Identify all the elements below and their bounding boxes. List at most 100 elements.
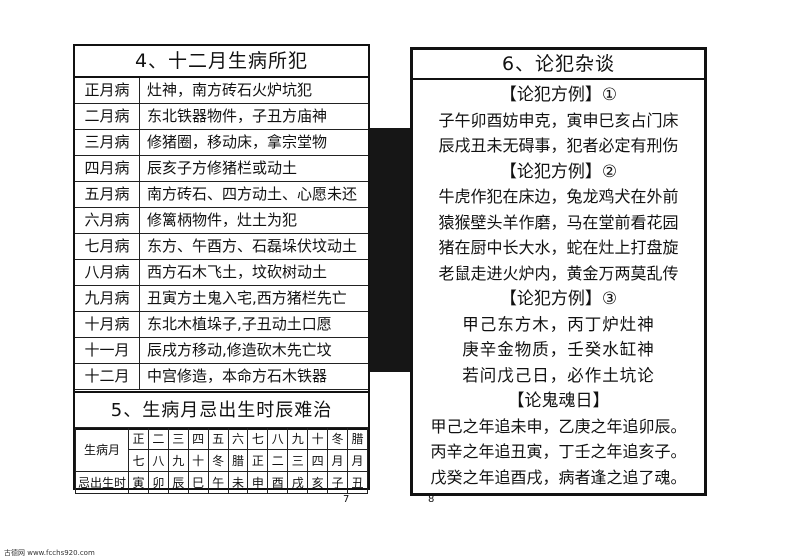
month-cell-bottom: 七 <box>128 449 149 472</box>
illness-description: 辰亥子方修猪栏或动土 <box>147 159 298 177</box>
month-cell-bottom: 三 <box>287 449 309 472</box>
illness-description: 南方砖石、四方动土、心愿未还 <box>147 185 358 203</box>
page-number-left: 7 <box>343 494 350 505</box>
month-cell-bottom: 月 <box>327 449 348 472</box>
month-label: 十一月 <box>75 338 140 363</box>
month-cell-top: 腊 <box>346 427 369 450</box>
verse-line: 猿猴壁头羊作磨，马在堂前看花园 <box>438 212 679 232</box>
month-row-label: 生病月 <box>75 427 129 472</box>
verse-line: 猪在厨中长大水，蛇在灶上打盘旋 <box>438 238 679 257</box>
list-item: 四月病辰亥子方修猪栏或动土 <box>75 156 368 182</box>
verse-line: 老鼠走进火炉内，黄金万两莫乱传 <box>438 263 679 283</box>
subheading: 【论犯方例】① <box>499 85 618 105</box>
table-row-months: 生病月 正二三四五六七八九十冬腊 <box>75 427 369 472</box>
hour-cell: 亥 <box>307 471 329 494</box>
month-cell-top: 十 <box>307 427 329 450</box>
list-item: 三月病修猪圈，移动床，拿宗堂物 <box>75 130 368 156</box>
list-item: 六月病修篱柄物件，灶土为犯 <box>75 208 368 234</box>
birth-hour-table: 生病月 正二三四五六七八九十冬腊 七八九十冬腊正二三四月月 忌出生时 寅卯辰巳午… <box>75 427 369 494</box>
month-label: 九月病 <box>75 286 140 311</box>
verse-line: 子午卯酉妨申克，寅申巳亥占门床 <box>438 110 679 130</box>
hour-cell: 丑 <box>346 471 369 494</box>
hour-cell: 寅 <box>128 471 149 494</box>
month-cell-top: 七 <box>247 427 269 450</box>
subheading: 【论犯方例】③ <box>499 289 618 309</box>
month-label: 正月病 <box>75 78 140 103</box>
verse-line: 辰戌丑未无碍事，犯者必定有刑伤 <box>438 136 679 155</box>
month-label: 三月病 <box>75 130 140 155</box>
section4-title: 4、十二月生病所犯 <box>75 46 368 78</box>
month-cell-bottom: 九 <box>167 449 189 472</box>
list-item: 正月病灶神，南方砖石火炉坑犯 <box>75 78 368 104</box>
month-cell-top: 冬 <box>327 427 348 450</box>
section6-title: 6、论犯杂谈 <box>413 50 704 80</box>
month-cell-top: 六 <box>227 427 249 450</box>
right-page-panel: 6、论犯杂谈 【论犯方例】① 子午卯酉妨申克，寅申巳亥占门床辰戌丑未无碍事，犯者必… <box>410 47 707 496</box>
list-item: 九月病丑寅方土鬼入宅,西方猪栏先亡 <box>75 286 368 312</box>
verse-line: 庚辛金物质，壬癸水缸神 <box>462 340 655 359</box>
month-label: 七月病 <box>75 234 140 259</box>
verse-line: 甲己东方木，丙丁炉灶神 <box>462 314 655 334</box>
hour-cell: 巳 <box>187 471 209 494</box>
verse-line: 丙辛之年追丑寅，丁壬之年追亥子。 <box>430 442 687 461</box>
month-cell-bottom: 腊 <box>227 449 249 472</box>
month-label: 六月病 <box>75 208 140 233</box>
book-spine-band <box>370 108 410 388</box>
month-cell-top: 正 <box>128 427 149 450</box>
illness-description: 修篱柄物件，灶土为犯 <box>147 211 298 229</box>
list-item: 十月病东北木植垛子,子丑动土口愿 <box>75 312 368 338</box>
hour-cell: 子 <box>327 471 348 494</box>
list-item: 十二月中宫修造，本命方石木铁器 <box>75 364 368 390</box>
footer-watermark: 古德网 www.fcchs920.com <box>4 549 95 557</box>
illness-description: 东北木植垛子,子丑动土口愿 <box>147 315 332 333</box>
table-row-hours: 忌出生时 寅卯辰巳午未申酉戌亥子丑 <box>75 471 369 494</box>
month-label: 四月病 <box>75 156 140 181</box>
spine-notch-top <box>370 100 410 128</box>
month-cell-bottom: 四 <box>307 449 329 472</box>
month-cell-bottom: 月 <box>346 449 369 472</box>
month-cell-top: 八 <box>267 427 289 450</box>
month-label: 八月病 <box>75 260 140 285</box>
illness-description: 丑寅方土鬼入宅,西方猪栏先亡 <box>147 289 347 307</box>
month-cell-top: 九 <box>287 427 309 450</box>
month-cell-bottom: 冬 <box>207 449 229 472</box>
month-cell-top: 三 <box>167 427 189 450</box>
list-item: 七月病东方、午酉方、石磊垛伏坟动土 <box>75 234 368 260</box>
subheading: 【论鬼魂日】 <box>507 391 610 411</box>
illness-description: 中宫修造，本命方石木铁器 <box>147 367 328 385</box>
verse-line: 牛虎作犯在床边，兔龙鸡犬在外前 <box>438 187 679 206</box>
hour-cell: 酉 <box>267 471 289 494</box>
month-label: 十二月 <box>75 364 140 389</box>
hour-cell: 卯 <box>147 471 169 494</box>
list-item: 二月病东北铁器物件，子丑方庙神 <box>75 104 368 130</box>
illness-description: 东北铁器物件，子丑方庙神 <box>147 107 328 125</box>
month-cell-top: 五 <box>207 427 229 450</box>
hour-cell: 申 <box>247 471 269 494</box>
hour-cell: 戌 <box>287 471 309 494</box>
table-row-months-2: 七八九十冬腊正二三四月月 <box>76 449 369 472</box>
spine-notch-bottom <box>370 372 410 400</box>
section5-title: 5、生病月忌出生时辰难治 <box>75 391 368 430</box>
verse-line: 甲己之年追未申，乙庚之年追卯辰。 <box>430 416 687 436</box>
month-label: 十月病 <box>75 312 140 337</box>
verse-line: 若问戊己日，必作土坑论 <box>462 365 655 385</box>
illness-description: 灶神，南方砖石火炉坑犯 <box>147 81 313 99</box>
hour-cell: 辰 <box>167 471 189 494</box>
verse-line: 戊癸之年追酉戌，病者逢之追了魂。 <box>430 467 687 487</box>
hour-cell: 午 <box>207 471 229 494</box>
hour-row-label: 忌出生时 <box>75 471 129 494</box>
illness-description: 东方、午酉方、石磊垛伏坟动土 <box>147 237 358 255</box>
hour-cell: 未 <box>227 471 249 494</box>
page-number-right: 8 <box>428 494 435 505</box>
illness-description: 辰戌方移动,修造砍木先亡坟 <box>147 341 332 359</box>
list-item: 八月病西方石木飞土，坟砍树动土 <box>75 260 368 286</box>
subheading: 【论犯方例】② <box>499 161 618 182</box>
illness-description: 修猪圈，移动床，拿宗堂物 <box>147 133 328 151</box>
month-label: 五月病 <box>75 182 140 207</box>
list-item: 十一月辰戌方移动,修造砍木先亡坟 <box>75 338 368 364</box>
illness-description: 西方石木飞土，坟砍树动土 <box>147 263 328 281</box>
month-cell-top: 二 <box>147 427 169 450</box>
month-cell-bottom: 二 <box>267 449 289 472</box>
month-cell-bottom: 十 <box>187 449 209 472</box>
list-item: 五月病南方砖石、四方动土、心愿未还 <box>75 182 368 208</box>
